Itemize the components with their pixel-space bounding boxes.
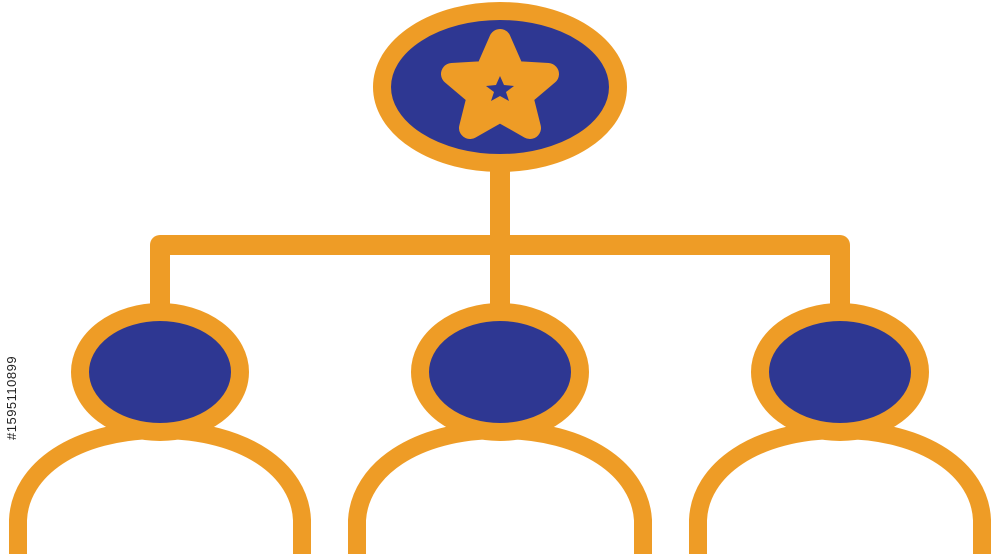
leader-node bbox=[373, 2, 627, 172]
person-icon bbox=[689, 420, 991, 554]
person-icon bbox=[8, 420, 311, 554]
person-head bbox=[71, 303, 249, 441]
stock-id-watermark: #1595110899 bbox=[4, 355, 19, 440]
person-head bbox=[411, 303, 589, 441]
person-head bbox=[751, 303, 929, 441]
child-node bbox=[8, 303, 311, 554]
child-node bbox=[689, 303, 991, 554]
person-icon bbox=[348, 420, 652, 554]
connector-lines bbox=[150, 150, 850, 320]
star-icon bbox=[441, 29, 559, 139]
child-node bbox=[348, 303, 652, 554]
